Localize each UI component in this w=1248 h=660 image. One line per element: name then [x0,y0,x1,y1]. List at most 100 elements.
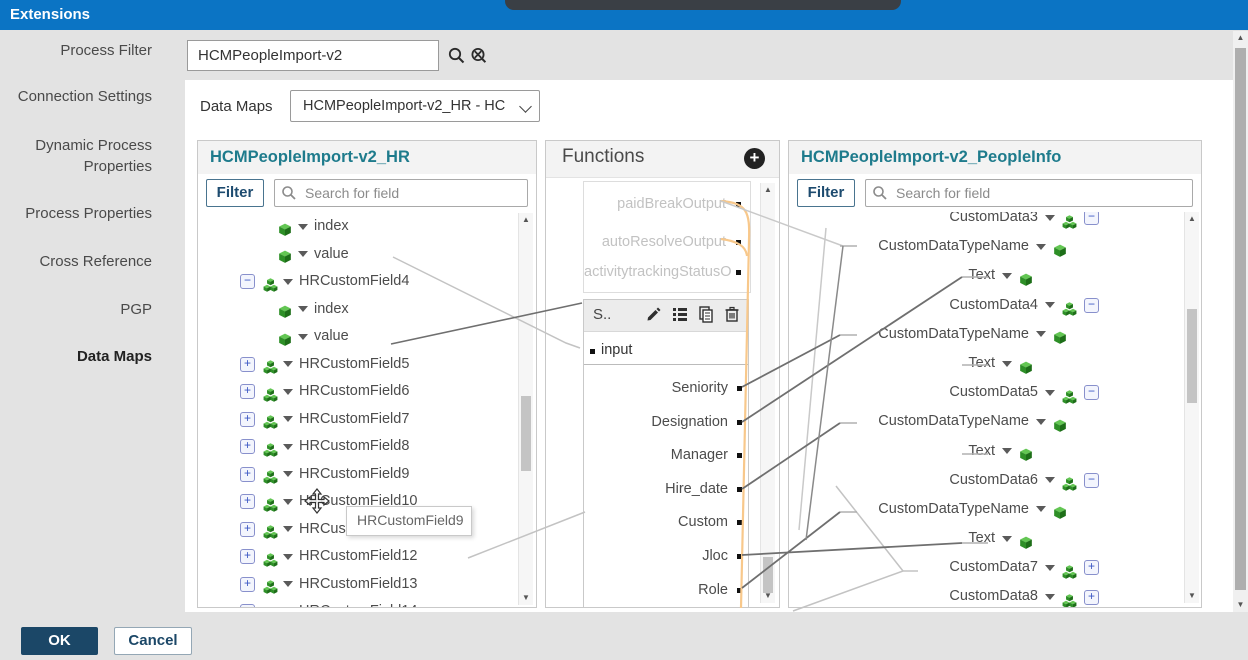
function-output-port[interactable]: Designation [584,406,748,440]
expand-icon[interactable]: + [240,411,255,427]
port-label: autoResolveOutput [601,234,726,250]
tree-item[interactable]: +HRCustomField10 [198,488,518,516]
target-tree-scrollbar[interactable]: ▲ ▼ [1184,212,1199,603]
source-search-input[interactable] [303,181,527,205]
scroll-up-icon[interactable]: ▲ [764,185,772,194]
tree-item[interactable]: CustomData6− [789,466,1183,495]
tree-item[interactable]: CustomData3− [789,212,1183,232]
expand-icon[interactable]: + [1084,589,1099,605]
scroll-up-icon[interactable]: ▲ [522,215,530,224]
clear-search-icon[interactable] [469,46,488,70]
expand-icon[interactable]: + [240,356,255,372]
filter-button[interactable]: Filter [206,179,264,207]
expand-icon[interactable]: + [240,604,255,607]
tree-item[interactable]: +HRCustomField13 [198,571,518,599]
tree-item[interactable]: CustomData5− [789,378,1183,407]
search-icon[interactable] [447,46,466,70]
tree-item[interactable]: CustomData8+ [789,582,1183,607]
sidebar-item-cross-reference[interactable]: Cross Reference [39,253,152,270]
function-output-port[interactable]: Role [584,574,748,607]
filter-button[interactable]: Filter [797,179,855,207]
function-output-port[interactable]: autoResolveOutput [584,228,750,256]
tree-item[interactable]: value [198,323,518,351]
function-input-port[interactable]: input [584,340,748,364]
tree-item[interactable]: value [198,241,518,269]
sidebar-item-process-filter[interactable]: Process Filter [60,42,152,59]
scrollbar-thumb[interactable] [763,557,773,593]
functions-scrollbar[interactable]: ▲ ▼ [760,183,775,603]
target-search-box[interactable] [865,179,1193,207]
expand-icon[interactable]: + [240,521,255,537]
tree-item[interactable]: index [198,213,518,241]
tree-item[interactable]: +HRCustomField7 [198,406,518,434]
tree-item[interactable]: CustomDataTypeName [789,320,1183,349]
tree-item[interactable]: index [198,296,518,324]
function-output-port[interactable]: Manager [584,439,748,473]
tree-item[interactable]: +HRCustomField12 [198,543,518,571]
cancel-button[interactable]: Cancel [114,627,192,655]
function-output-port[interactable]: Jloc [584,540,748,574]
scroll-down-icon[interactable]: ▼ [522,593,530,602]
collapse-icon[interactable]: − [240,274,255,290]
source-tree-scrollbar[interactable]: ▲ ▼ [518,213,533,605]
tree-item[interactable]: +HRCustomField8 [198,433,518,461]
add-function-icon[interactable]: + [744,148,765,169]
window-scrollbar[interactable]: ▲ ▼ [1233,31,1248,612]
process-filter-input[interactable]: HCMPeopleImport-v2 [187,40,439,71]
sidebar-item-connection-settings[interactable]: Connection Settings [17,88,152,105]
function-output-port[interactable]: paidBreakOutput [584,190,750,218]
target-search-input[interactable] [894,181,1192,205]
tree-item[interactable]: −HRCustomField4 [198,268,518,296]
collapse-icon[interactable]: − [1084,212,1099,226]
trash-icon[interactable] [723,305,741,323]
sidebar-item-dynamic-process-properties[interactable]: Dynamic Process Properties [35,137,152,175]
list-icon[interactable] [671,305,689,323]
sidebar-item-process-properties[interactable]: Process Properties [25,205,152,222]
expand-icon[interactable]: + [240,439,255,455]
function-output-port[interactable]: Seniority [584,372,748,406]
data-maps-select[interactable]: HCMPeopleImport-v2_HR - HC [290,90,540,122]
expand-icon[interactable]: + [1084,560,1099,576]
tree-item[interactable]: Text [789,437,1183,466]
sidebar-item-pgp[interactable]: PGP [120,301,152,318]
tree-item[interactable]: Text [789,524,1183,553]
scroll-up-icon[interactable]: ▲ [1188,214,1196,223]
tree-item[interactable]: +HRCustomField14 [198,598,518,607]
expand-icon[interactable]: + [240,494,255,510]
scrollbar-thumb[interactable] [1187,309,1197,403]
scroll-down-icon[interactable]: ▼ [1236,600,1245,609]
connector-square [737,587,742,593]
search-icon [282,186,296,200]
scrollbar-thumb[interactable] [1235,48,1246,590]
copy-icon[interactable] [697,305,715,323]
tree-item[interactable]: CustomDataTypeName [789,495,1183,524]
tree-item[interactable]: CustomDataTypeName [789,407,1183,436]
collapse-icon[interactable]: − [1084,472,1099,488]
tree-item[interactable]: CustomData4− [789,291,1183,320]
scroll-up-icon[interactable]: ▲ [1236,33,1245,42]
scroll-down-icon[interactable]: ▼ [764,591,772,600]
collapse-icon[interactable]: − [1084,297,1099,313]
expand-icon[interactable]: + [240,576,255,592]
sidebar-item-data-maps[interactable]: Data Maps [76,348,152,365]
source-search-box[interactable] [274,179,528,207]
scroll-down-icon[interactable]: ▼ [1188,591,1196,600]
tree-item[interactable]: +HRCustomField9 [198,461,518,489]
expand-icon[interactable]: + [240,466,255,482]
edit-pencil-icon[interactable] [645,305,663,323]
tree-item[interactable]: Text [789,349,1183,378]
tree-item[interactable]: CustomData7+ [789,553,1183,582]
tree-item[interactable]: +HRCustomField5 [198,351,518,379]
function-output-port[interactable]: Custom [584,506,748,540]
tree-item[interactable]: CustomDataTypeName [789,232,1183,261]
function-output-port[interactable]: Hire_date [584,473,748,507]
collapse-icon[interactable]: − [1084,385,1099,401]
expand-icon[interactable]: + [240,549,255,565]
ok-button[interactable]: OK [21,627,98,655]
tree-item[interactable]: Text [789,261,1183,290]
scrollbar-thumb[interactable] [521,396,531,471]
function-output-port[interactable]: activitytrackingStatusO [584,258,750,286]
expand-icon[interactable]: + [240,384,255,400]
tree-item[interactable]: +HRCustomField6 [198,378,518,406]
